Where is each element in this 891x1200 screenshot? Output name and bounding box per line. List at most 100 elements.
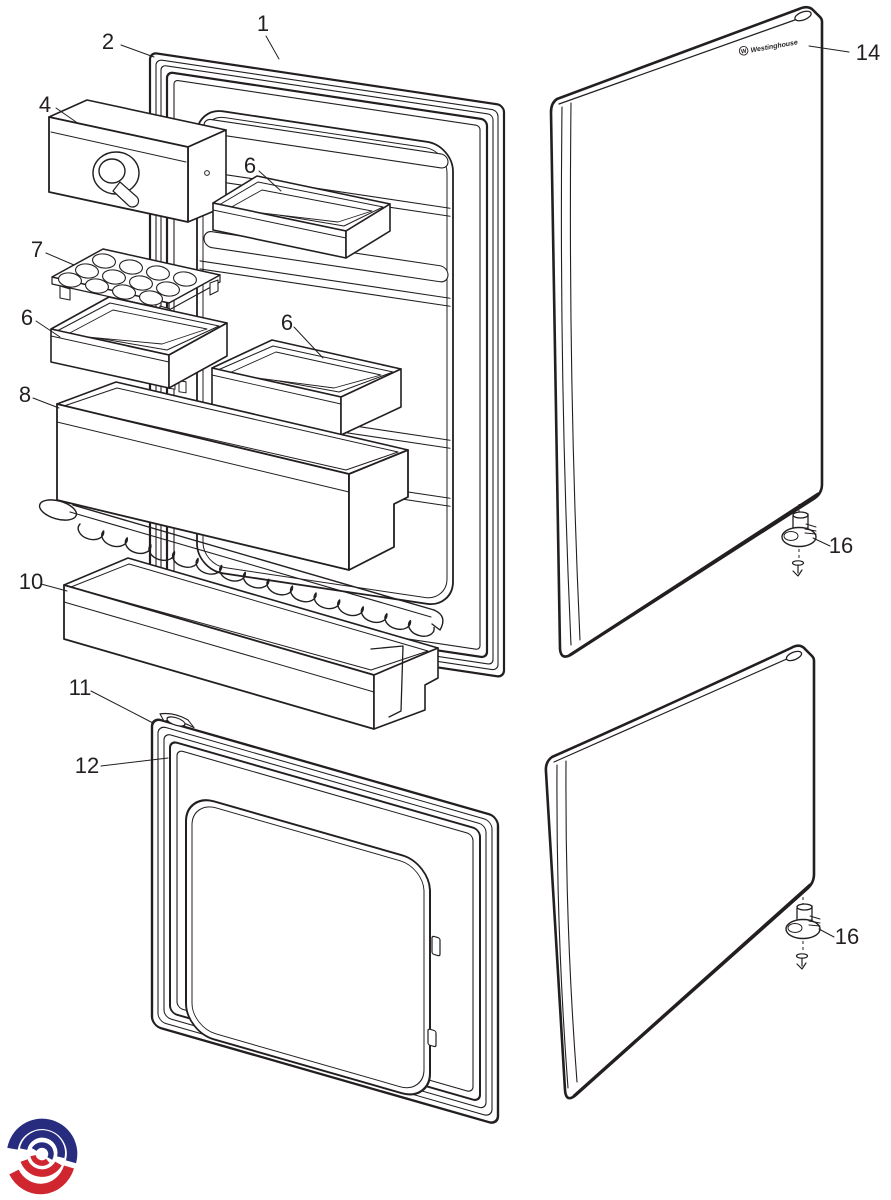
bottle-rack — [38, 499, 444, 637]
panel-side-line — [565, 760, 578, 1083]
callout-7: 7 — [31, 237, 43, 262]
door-inner-window-line — [191, 806, 425, 1089]
egg-hole — [156, 281, 180, 297]
tray-crease — [50, 335, 170, 363]
logo-arc-blue-inner — [31, 1142, 54, 1160]
leader-line-10 — [40, 583, 68, 592]
leader-line-4 — [55, 107, 80, 125]
leader-line-2 — [120, 44, 155, 58]
upper-door-panel: W Westinghouse — [549, 5, 824, 658]
logo-arc-red-outer — [9, 1165, 75, 1195]
callout-2: 2 — [102, 29, 114, 54]
callout-labels: 1 2 4 6 7 6 6 8 10 11 12 14 16 16 — [19, 11, 880, 949]
bush-threads — [808, 915, 821, 927]
hinge-bush-upper — [781, 504, 817, 577]
leader-line-7 — [45, 252, 75, 266]
callout-1: 1 — [257, 11, 269, 36]
rack-paddle — [38, 499, 78, 521]
callout-16a: 16 — [829, 533, 853, 558]
callout-4: 4 — [39, 92, 51, 117]
panel-top-edge-line — [558, 15, 807, 105]
tray-floor — [65, 309, 208, 345]
liner-rail — [199, 260, 451, 299]
liner-rail — [199, 268, 451, 307]
egg-hole — [139, 290, 163, 306]
hinge-bush-lower — [785, 897, 821, 970]
bin-inner — [63, 387, 399, 471]
logo-arc-red-mid — [20, 1158, 62, 1177]
bin-crease — [63, 601, 375, 693]
panel-side-line — [560, 106, 572, 646]
egg-hole — [129, 275, 153, 291]
dairy-tray-left — [50, 296, 228, 389]
screw-tip — [796, 962, 807, 970]
egg-hole — [119, 259, 143, 275]
leader-line-16a — [812, 537, 831, 547]
lower-door-assembly — [150, 712, 500, 1124]
panel-outline — [549, 5, 824, 658]
tray-side — [168, 322, 228, 389]
tray-side — [345, 203, 391, 259]
leader-line-6a — [258, 170, 282, 192]
callout-8: 8 — [19, 382, 31, 407]
door-latch — [431, 935, 441, 957]
panel-bottom-edge — [572, 883, 812, 1098]
logo-arc-blue-outer — [7, 1118, 78, 1164]
egg-tray-foot — [59, 285, 71, 301]
bin-hook — [370, 645, 404, 718]
panel-top-edge-line — [553, 653, 799, 763]
leader-line-14 — [808, 45, 850, 53]
panel-bottom-edge — [568, 492, 820, 657]
leader-lines — [32, 35, 850, 938]
callout-6a: 6 — [244, 153, 256, 178]
hinge-hole — [166, 716, 186, 727]
rack-rail — [72, 504, 435, 611]
egg-hole — [173, 271, 197, 287]
hinge-hole — [794, 10, 812, 22]
leader-line-11 — [90, 690, 154, 724]
thermostat-housing — [48, 99, 227, 223]
bush-threads — [804, 523, 817, 535]
egg-hole — [102, 269, 126, 285]
thermostat-lever — [112, 181, 140, 208]
egg-hole — [112, 284, 136, 300]
logo-arc-blue-mid — [19, 1130, 65, 1159]
thermostat-knob — [98, 158, 126, 184]
leader-line-6b — [35, 320, 61, 338]
rack-rope — [77, 523, 435, 637]
bush-base-hole — [787, 923, 803, 933]
door-latch — [427, 1028, 437, 1048]
bush-base-hole — [783, 531, 799, 541]
bin-inner — [70, 563, 429, 671]
callout-6c: 6 — [281, 310, 293, 335]
leader-line-8 — [32, 397, 60, 409]
bin-crease — [56, 421, 350, 493]
brand-swirl-logo — [7, 1118, 78, 1195]
tray-crease — [212, 209, 347, 239]
leader-line-12 — [100, 757, 169, 767]
tray-crease — [211, 374, 342, 405]
bin-side-step — [373, 647, 439, 730]
callout-12: 12 — [75, 753, 99, 778]
callout-6b: 6 — [21, 305, 33, 330]
tray-side — [340, 368, 402, 436]
callout-14: 14 — [856, 40, 880, 65]
egg-hole — [85, 278, 109, 294]
egg-hole — [92, 253, 116, 269]
egg-hole — [146, 265, 170, 281]
bin-side-step — [348, 449, 409, 571]
screw — [791, 560, 805, 577]
housing-crease — [50, 131, 187, 163]
callout-11: 11 — [69, 675, 92, 700]
door-bin-large — [56, 381, 409, 571]
bush-stem-top — [796, 903, 813, 911]
screw — [795, 953, 809, 970]
callout-16b: 16 — [835, 924, 859, 949]
dairy-tray-right — [211, 339, 402, 436]
leader-line-16b — [818, 928, 835, 938]
callout-10: 10 — [19, 569, 43, 594]
bottle-bin — [63, 557, 439, 730]
leader-line-6c — [293, 326, 324, 359]
